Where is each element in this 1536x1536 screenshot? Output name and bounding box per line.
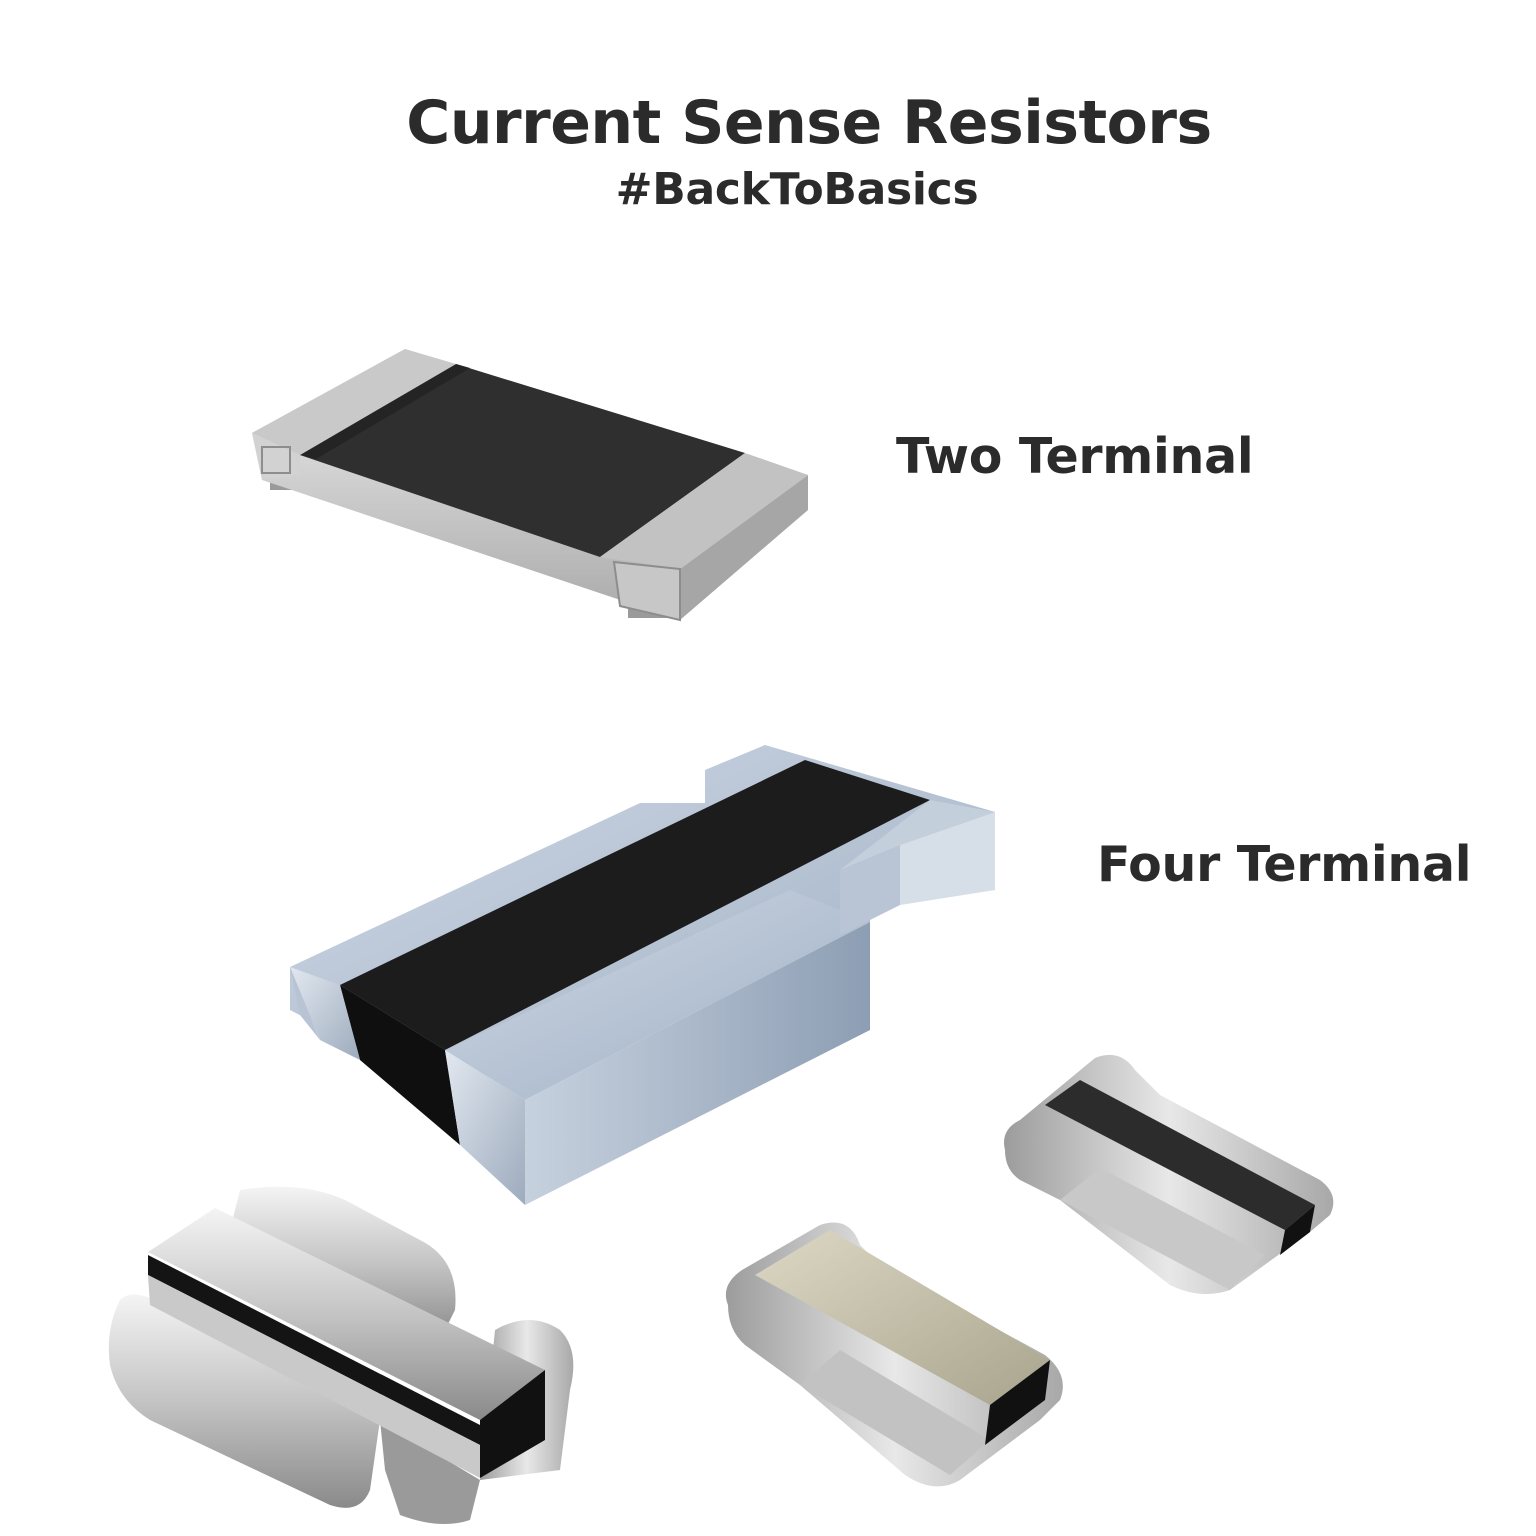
photo-four-terminal-resistors-image — [725, 1054, 1334, 1487]
chrome-four-terminal-resistor-image — [108, 1186, 574, 1524]
two-terminal-resistor-image — [252, 349, 808, 622]
four-terminal-resistor-image — [290, 745, 995, 1205]
two-terminal-label: Two Terminal — [896, 428, 1254, 485]
page-title: Current Sense Resistors — [406, 88, 1212, 158]
hashtag-subtitle: #BackToBasics — [615, 164, 979, 215]
four-terminal-label: Four Terminal — [1097, 836, 1472, 893]
